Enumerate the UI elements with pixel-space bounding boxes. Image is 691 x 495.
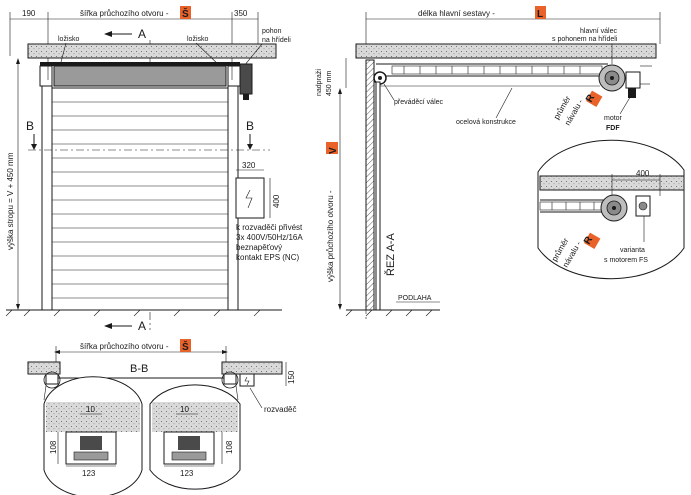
- section-a-bottom: A: [138, 319, 146, 333]
- badge-sirka-text: Š: [182, 7, 189, 20]
- d108-right: 108: [225, 440, 234, 454]
- note-line-3: beznapěťový: [236, 243, 282, 252]
- variant-label: varianta: [620, 247, 645, 254]
- section-bb-label: B-B: [130, 363, 148, 375]
- bb-opening-label: šířka průchozího otvoru -: [80, 342, 169, 351]
- badge-variant-diameter: [584, 232, 601, 249]
- bearing-left: ložisko: [58, 36, 80, 43]
- section-b-left: B: [26, 119, 34, 133]
- section-bb: šířka průchozího otvoru - Š B-B 150 rozv…: [27, 339, 296, 495]
- guide-roller-label: převáděcí válec: [394, 99, 444, 106]
- bb-guide-right: [223, 373, 237, 385]
- drive-label-2: na hřídeli: [262, 37, 291, 44]
- d10-right: 10: [180, 405, 189, 414]
- drive-label: pohon: [262, 28, 282, 35]
- side-wall: [365, 59, 375, 311]
- side-guide: [375, 81, 381, 311]
- badge-length: [535, 6, 546, 19]
- badge-length-text: L: [537, 9, 543, 20]
- badge-diameter: [586, 90, 603, 107]
- opening-height-label: výška průchozího otvoru -: [326, 190, 335, 282]
- d123-left: 123: [82, 469, 96, 478]
- dim-right-350: 350: [234, 9, 248, 18]
- steel-label: ocelová konstrukce: [456, 119, 516, 126]
- note-line-1: k rozvaděči přivést: [236, 223, 303, 232]
- dim-left-190: 190: [22, 9, 36, 18]
- badge-height-text: V: [328, 147, 339, 154]
- front-view: 190 šířka průchozího otvoru - Š 350 A lo…: [5, 6, 303, 333]
- section-aa-label: ŘEZ A-A: [384, 233, 397, 276]
- main-roller-label-2: s pohonem na hřídeli: [552, 36, 618, 43]
- box-width-320: 320: [242, 161, 256, 170]
- side-section: délka hlavní sestavy - L nadpraží 450 mm…: [316, 6, 661, 320]
- bb-switchboard: [239, 373, 255, 387]
- note-line-2: 3x 400V/50Hz/16A: [236, 233, 303, 242]
- box-height-400: 400: [272, 194, 281, 208]
- bb-guide-left: [45, 373, 59, 385]
- main-motor: [625, 71, 641, 89]
- front-roller: [53, 65, 227, 87]
- variant-detail: 400 průměr návalu - R varianta s motorem…: [537, 139, 685, 280]
- lintel-value: 450 mm: [326, 71, 333, 96]
- badge-height: [326, 142, 338, 154]
- front-motor: [239, 63, 253, 95]
- badge-sirka: [180, 6, 191, 19]
- floor-label: PODLAHA: [398, 295, 432, 302]
- variant-dim-400: 400: [636, 169, 650, 178]
- section-a-top: A: [138, 27, 146, 41]
- main-roller-label: hlavní válec: [580, 28, 617, 35]
- badge-bb-sirka: [180, 339, 191, 352]
- front-guide-left: [41, 85, 53, 311]
- lintel-label: nadpraží: [316, 69, 323, 96]
- motor-type: FDF: [606, 125, 620, 132]
- motor-label: motor: [604, 115, 623, 122]
- ceiling-height-label: výška stropu = V + 450 mm: [6, 152, 15, 250]
- section-b-right: B: [246, 119, 254, 133]
- switchboard-label: rozvaděč: [264, 405, 296, 414]
- bearing-right: ložisko: [187, 36, 209, 43]
- front-curtain: [51, 87, 229, 311]
- d108-left: 108: [49, 440, 58, 454]
- d123-right: 123: [180, 469, 194, 478]
- d10-left: 10: [86, 405, 95, 414]
- variant-label-2: s motorem FS: [604, 257, 648, 264]
- dim-opening-label: šířka průchozího otvoru -: [80, 9, 169, 18]
- dim-150: 150: [287, 370, 296, 384]
- steel-frame: [391, 65, 603, 75]
- note-line-4: kontakt EPS (NC): [236, 253, 299, 262]
- badge-bb-sirka-text: Š: [182, 340, 189, 353]
- length-label: délka hlavní sestavy -: [418, 9, 495, 18]
